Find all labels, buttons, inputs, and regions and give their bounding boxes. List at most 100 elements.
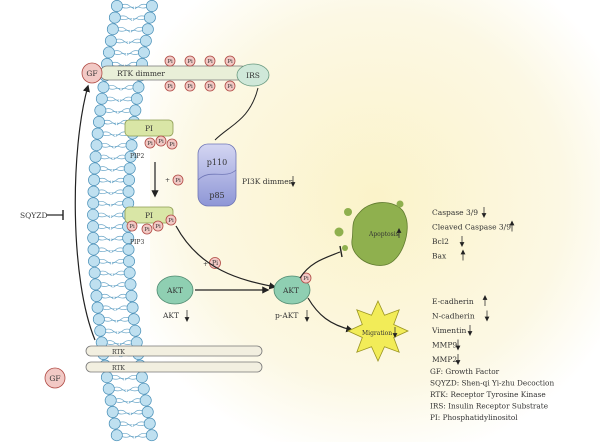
phosphate-label: Pi: [207, 59, 213, 65]
lipid-head: [94, 324, 107, 337]
phosphate-label: Pi: [303, 276, 309, 282]
lipid-head: [143, 11, 156, 24]
lipid-head: [141, 406, 154, 418]
phosphate-bead: Pi: [155, 135, 167, 147]
lipid-head: [87, 185, 100, 198]
marker-name: Caspase 3/9: [432, 208, 478, 217]
pip2-label: PIP2: [130, 153, 144, 160]
growth-factor-bound: GF: [81, 62, 103, 84]
phosphate-bead: Pi: [224, 55, 236, 67]
legend-entry: IRS: Insulin Receptor Substrate: [430, 402, 548, 411]
p-akt-protein: AKT p-AKT: [273, 275, 311, 322]
lipid-head: [141, 23, 154, 36]
lipid-head: [89, 150, 102, 163]
marker-name: N-cadherin: [432, 312, 475, 321]
lipid-head: [132, 81, 145, 94]
marker-name: Bax: [432, 252, 447, 261]
phosphate-bead: Pi: [164, 80, 176, 92]
phosphate-bead: Pi: [166, 138, 178, 150]
lipid-head: [94, 104, 107, 117]
lipid-head: [102, 46, 115, 59]
phosphate-bead: Pi: [144, 137, 156, 149]
lipid-head: [104, 394, 117, 407]
lipid-head: [145, 429, 158, 442]
gf-bound-label: GF: [86, 69, 97, 78]
lipid-head: [90, 139, 103, 152]
phosphate-label: Pi: [207, 84, 213, 90]
phosphate-label: Pi: [227, 84, 233, 90]
lipid-head: [145, 0, 158, 12]
pakt-text: p-AKT: [275, 311, 298, 320]
pakt-inhibits-apoptosis: [299, 251, 341, 279]
lipid-head: [123, 266, 136, 279]
phosphate-bead: Pi: [204, 55, 216, 67]
phosphate-label: Pi: [212, 260, 218, 267]
akt-label: AKT: [166, 286, 183, 295]
lipid-head: [102, 382, 115, 395]
lipid-head: [90, 290, 103, 302]
rtk-dimmer: RTK dimmer: [99, 65, 249, 81]
lipid-head: [122, 232, 135, 244]
lipid-head: [110, 429, 123, 442]
lipid-head: [124, 150, 137, 163]
lipid-head: [123, 162, 136, 175]
irs-protein: IRS: [236, 63, 270, 87]
phosphate-bead: Pi: [152, 220, 164, 232]
phosphate-label: Pi: [167, 59, 173, 65]
phosphate-bead: Pi: [172, 174, 184, 186]
plus-pi-1: +: [165, 177, 170, 184]
pip2-complex: PI PIP2: [124, 119, 174, 160]
lipid-head: [88, 162, 101, 175]
lipid-head: [122, 243, 135, 256]
phosphate-label: Pi: [155, 224, 161, 230]
lipid-head: [129, 324, 142, 337]
marker-name: Cleaved Caspase 3/9: [432, 223, 511, 232]
lipid-head: [95, 92, 108, 105]
lipid-head: [137, 382, 150, 395]
lipid-head: [139, 34, 152, 47]
legend-entry: GF: Growth Factor: [430, 367, 500, 376]
lipid-head: [91, 127, 104, 140]
apoptosis-cell: Apoptosis: [334, 200, 408, 266]
lipid-head: [106, 23, 119, 36]
lipid-head: [87, 243, 100, 256]
lipid-head: [137, 46, 150, 59]
lipid-head: [92, 313, 105, 326]
p85-label: p85: [209, 191, 224, 200]
lipid-head: [88, 266, 101, 279]
phosphate-bead: Pi: [164, 55, 176, 67]
lipid-head: [129, 104, 142, 117]
akt-protein: AKT AKT: [156, 275, 194, 322]
lipid-head: [88, 255, 100, 268]
pakt-label: AKT: [282, 286, 299, 295]
pip3-to-pakt-arrow: [175, 225, 277, 290]
sqyzd-label: SQYZD: [20, 211, 47, 220]
lipid-head: [130, 92, 143, 105]
lipid-head: [89, 278, 102, 291]
lipid-head: [92, 116, 105, 128]
pip3-label: PIP3: [130, 239, 144, 246]
phosphate-label: Pi: [187, 59, 193, 65]
phosphate-label: Pi: [169, 142, 175, 148]
gf-binding-arrow: [74, 84, 96, 341]
lipid-head: [126, 301, 139, 314]
phosphate-label: Pi: [175, 178, 181, 184]
apoptosis-label: Apoptosis: [368, 231, 399, 238]
lipid-head: [88, 174, 101, 186]
marker-name: Vimentin: [431, 326, 466, 335]
lipid-head: [108, 11, 121, 24]
added-phosphate-1: Pi: [172, 174, 184, 186]
rtk-label-1: RTK: [112, 349, 125, 356]
migration-star: Migration: [347, 300, 409, 362]
phosphate-label: Pi: [144, 227, 150, 233]
lipid-head: [139, 394, 152, 407]
lipid-head: [125, 139, 138, 152]
phosphate-label: Pi: [147, 141, 153, 147]
akt-text: AKT: [162, 311, 179, 320]
lipid-head: [97, 81, 110, 94]
lipid-head: [87, 220, 99, 233]
